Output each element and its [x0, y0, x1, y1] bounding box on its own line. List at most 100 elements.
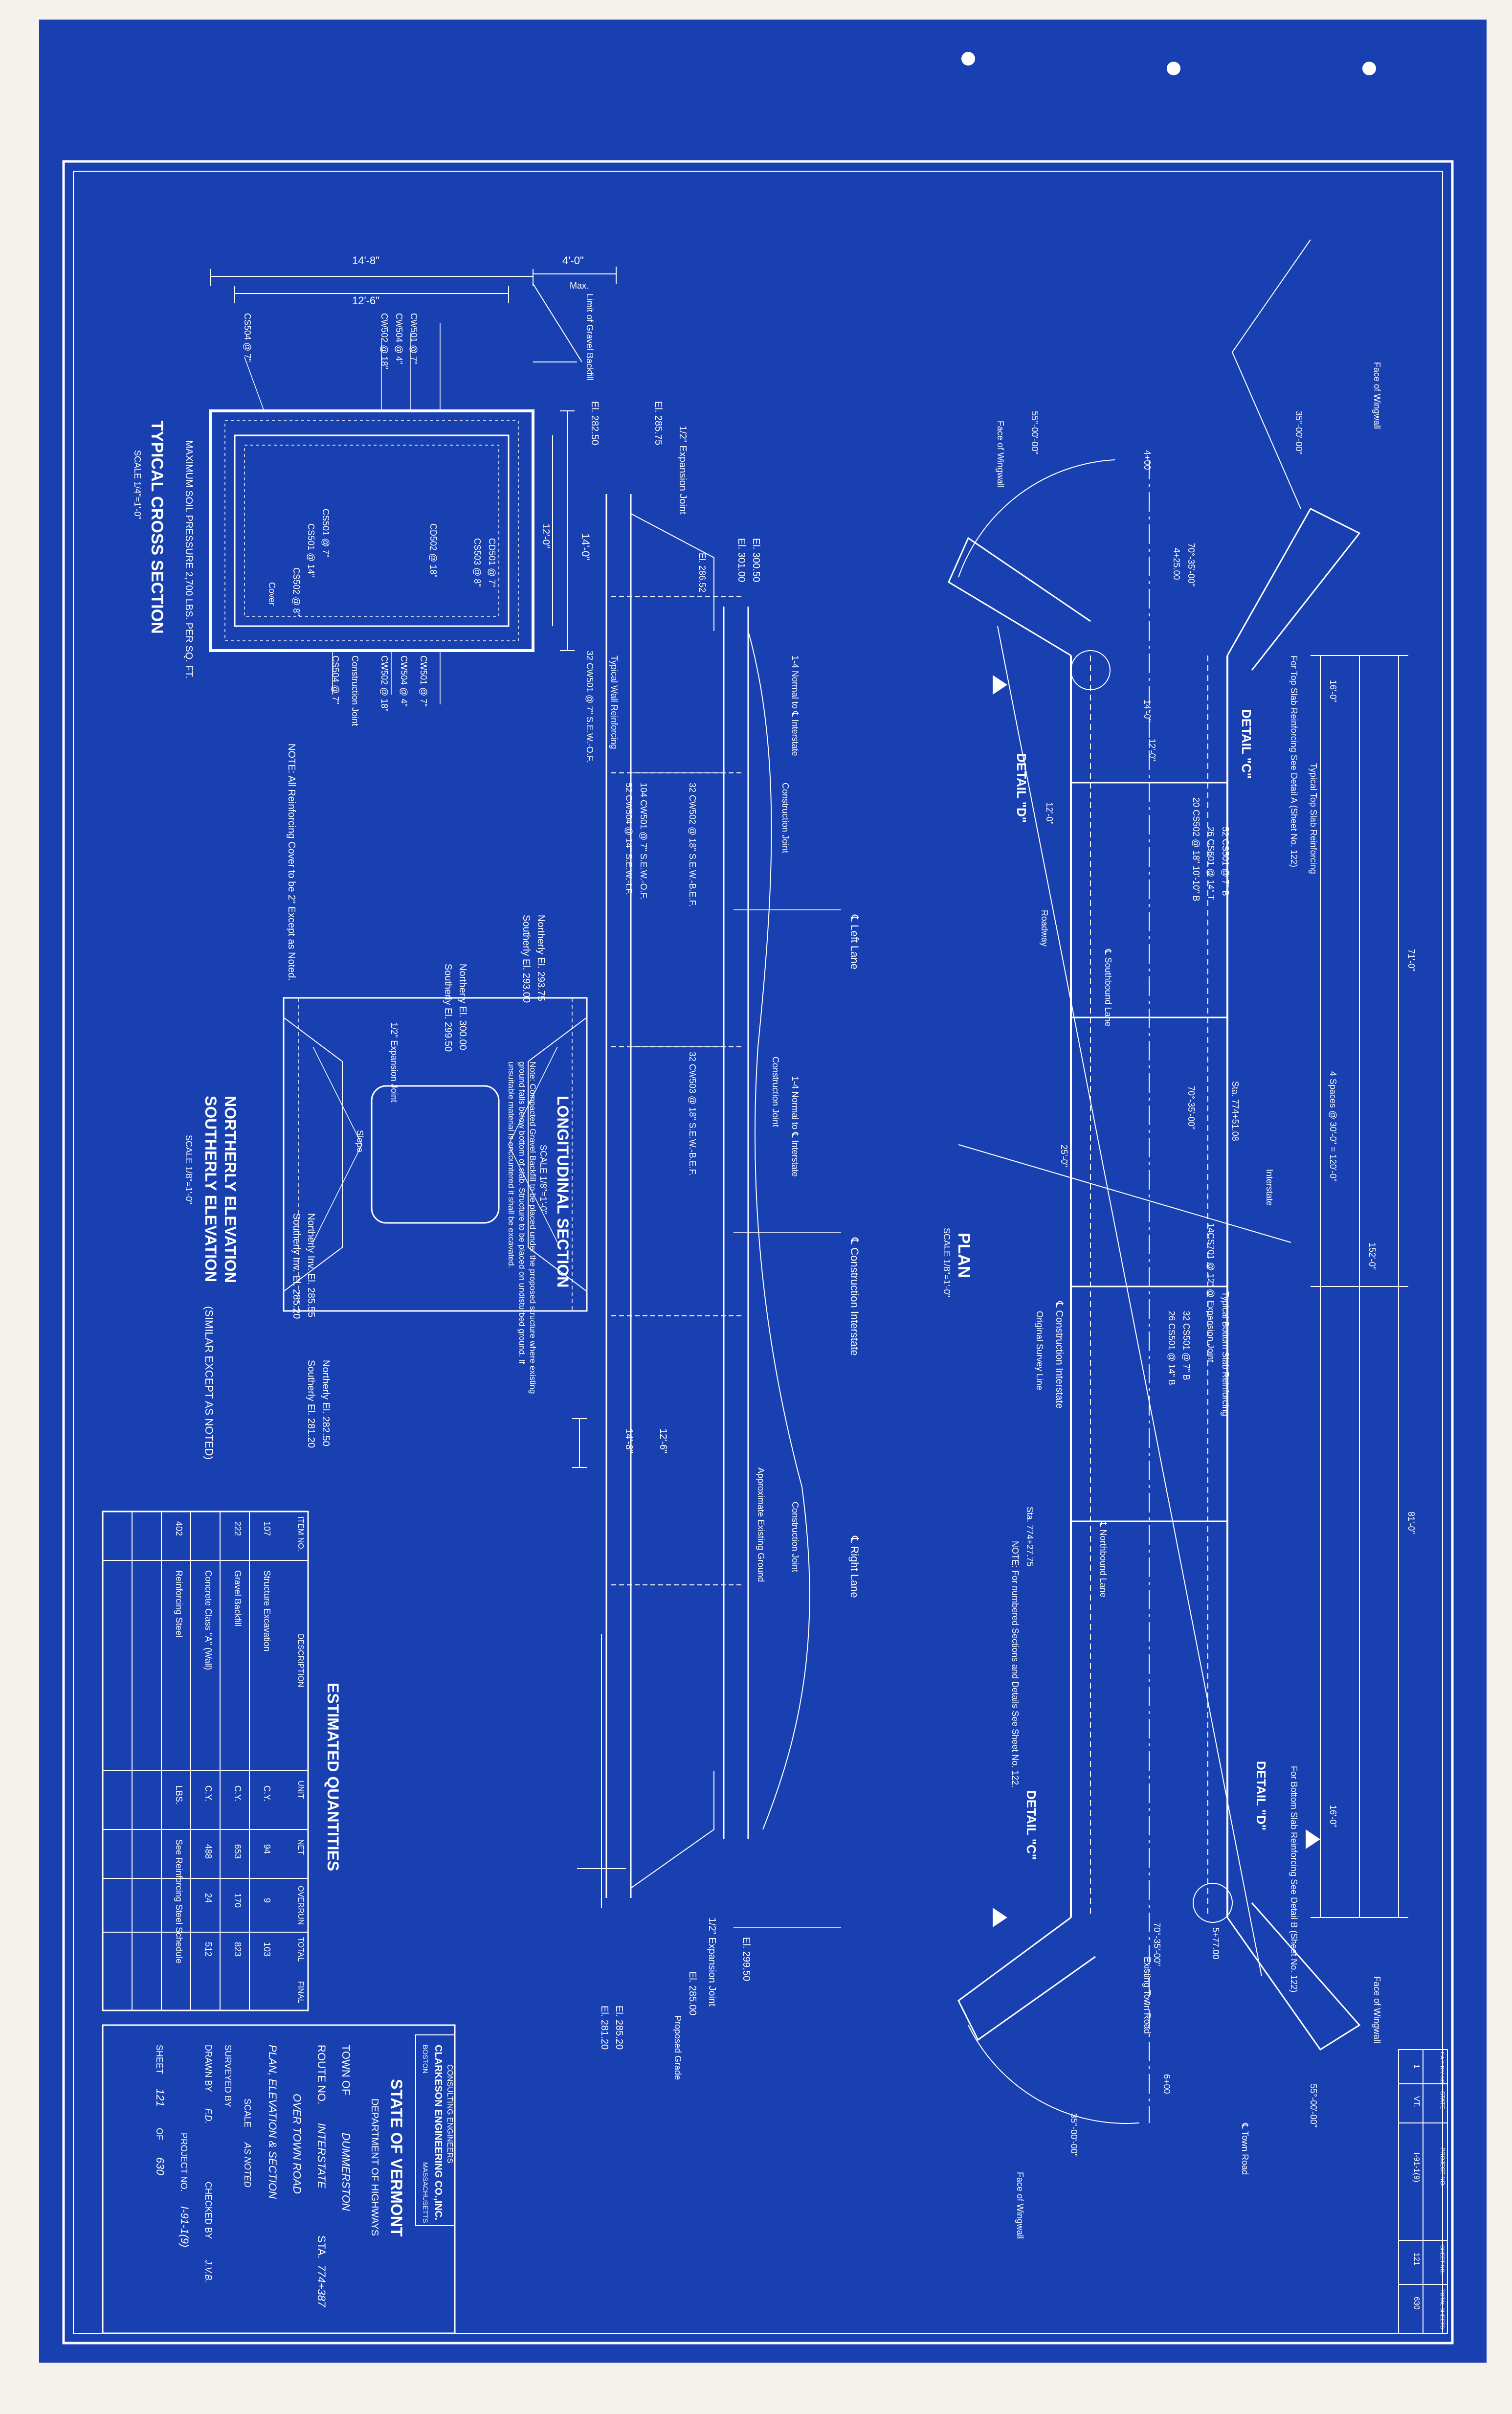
table-cell: 107: [262, 1521, 272, 1536]
elev-label: El. 286.52: [697, 553, 707, 592]
bar-callout: 52 CW504 @ 14" S.E.W.-I.F.: [624, 783, 634, 895]
blueprint-drawing: 14'-8" 12'-6" 4'-0" Max. 14'-0" 12'-0" L…: [62, 52, 1454, 2345]
plan-view: PLAN SCALE 1/8"=1'-0" DETAIL "C" DETAIL …: [942, 239, 1416, 2239]
stamp-header: PROJECT NO.: [1439, 2147, 1446, 2187]
wall-label: Typical Wall Reinforcing: [609, 655, 619, 749]
table-cell: 222: [233, 1521, 243, 1536]
town-label: TOWN OF: [340, 2045, 352, 2095]
table-cell: 9: [262, 1898, 272, 1903]
consulting-label: CONSULTING ENGINEERS: [445, 2064, 454, 2163]
bar-callout: CS501 @ 7": [321, 509, 331, 558]
stamp-value: 121: [1412, 2253, 1421, 2266]
normal-label: 1-4 Normal to ℄ Interstate: [790, 655, 800, 756]
checked-label: CHECKED BY: [203, 2182, 213, 2239]
joint-label: Construction Joint: [771, 1057, 780, 1127]
binding-hole: [1167, 62, 1180, 75]
bar-callout: CW502 @ 18": [379, 313, 389, 369]
stamp-value: I-91-1(9): [1412, 2152, 1421, 2182]
estimated-quantities: ESTIMATED QUANTITIES ITEM NO. DESCRIPTIO…: [102, 1511, 342, 2011]
survey-label: Original Survey Line: [1035, 1311, 1045, 1390]
wingwall-label: Face of Wingwall: [996, 421, 1005, 488]
elevation-scale: SCALE 1/8"=1'-0": [184, 1135, 194, 1204]
joint-label: 14CS701 @ 12" @ Expansion Joint: [1206, 1223, 1216, 1362]
bar-callout: CW504 @ 4": [399, 655, 409, 707]
elev-label: Northerly El. 300.00: [457, 964, 468, 1050]
backfill-note: Note: Compacted Gravel Backfill to be pl…: [507, 1061, 537, 1394]
quantities-header: ITEM NO.: [296, 1516, 305, 1551]
dim-line: [210, 269, 534, 286]
interstate-label: ℄ Construction Interstate: [1054, 1301, 1065, 1409]
project-stamp: F.A.P. DIV. NO. STATE PROJECT NO. SHEET …: [1398, 2049, 1448, 2334]
elev-label: El. 301.00: [736, 538, 747, 582]
sheet-label: SHEET: [155, 2045, 164, 2074]
dim-text: 12'-6": [658, 1428, 668, 1453]
road-label: ℄ Town Road: [1240, 2122, 1250, 2175]
section-scale: SCALE 1/8"=1'-0": [538, 1145, 548, 1214]
elev-label: Southerly Inv. El. 285.20: [291, 1213, 302, 1319]
plan-title: PLAN: [955, 1233, 973, 1278]
ground-label: Approximate Existing Ground: [756, 1467, 766, 1582]
dim-text: 12'-0": [1147, 739, 1157, 761]
sheet-value: 121: [154, 2089, 166, 2107]
surveyed-label: SURVEYED BY: [223, 2045, 233, 2107]
town-value: DUMMERSTON: [340, 2133, 352, 2211]
bar-callout: 20 CS502 @ 18" 10'-10" B: [1191, 797, 1201, 902]
bar-callout: 32 CS501 @ 7" B: [1181, 1311, 1191, 1380]
dept-title: DEPARTMENT OF HIGHWAYS: [369, 2098, 380, 2236]
elev-label: Southerly El. 281.20: [306, 1360, 316, 1448]
interstate-centerline: [997, 626, 1262, 1977]
detail-label: DETAIL "C": [1024, 1790, 1039, 1860]
quantities-title: ESTIMATED QUANTITIES: [324, 1683, 342, 1871]
dim-text: 12'-6": [352, 294, 379, 307]
bar-callout: CS503 @ 8": [472, 538, 482, 587]
elev-label: El. 282.50: [589, 401, 600, 445]
elev-label: Southerly El. 293.00: [521, 915, 532, 1003]
quantities-header: NET: [296, 1839, 305, 1855]
dim-line: [533, 267, 617, 284]
table-cell: 653: [233, 1844, 243, 1859]
soil-pressure-note: MAXIMUM SOIL PRESSURE 2,700 LBS. PER SQ.…: [183, 440, 194, 678]
dim-text: 14'-0": [1142, 699, 1152, 722]
bar-callout: 32 CW502 @ 18" S.E.W.-B.E.F.: [688, 783, 697, 907]
inner-border: [73, 171, 1443, 2334]
angle-label: 35°-00'-00": [1069, 2113, 1079, 2157]
project-label: PROJECT NO.: [179, 2133, 189, 2192]
ground-line: [748, 631, 810, 1830]
detail-label: DETAIL "D": [1254, 1761, 1268, 1830]
drawn-label: DRAWN BY: [203, 2045, 213, 2092]
centerline-label: ℄ Right Lane: [848, 1535, 861, 1598]
bar-callout: 26 CS501 @ 14" B: [1167, 1311, 1177, 1385]
elev-label: El. 285.75: [653, 401, 664, 445]
bar-callout: CW501 @ 7": [409, 313, 419, 364]
quantities-header: OVERRUN: [296, 1886, 305, 1925]
section-scale: SCALE 1/4"=1'-0": [133, 450, 142, 519]
route-value: INTERSTATE: [315, 2123, 328, 2188]
elev-label: El. 285.00: [687, 1971, 698, 2015]
station-box: Sta. 774+51.08: [1230, 1081, 1240, 1141]
bar-callout: 32 CW501 @ 7" S.E.W.-O.F.: [585, 651, 595, 763]
centerline-label: ℄ Left Lane: [848, 914, 861, 970]
table-cell: 170: [233, 1893, 243, 1908]
centerline-label: ℄ Construction Interstate: [848, 1237, 861, 1356]
cover-note: NOTE: All Reinforcing Cover to be 2" Exc…: [286, 744, 297, 981]
table-cell: 823: [233, 1942, 243, 1957]
joint-label: Construction Joint: [790, 1502, 800, 1572]
dim-text: 4'-0": [562, 254, 584, 267]
sta-label: STA.: [315, 2235, 328, 2258]
dim-text: 14'-8": [352, 254, 379, 267]
table-cell: 103: [262, 1942, 272, 1957]
table-cell: Reinforcing Steel: [174, 1570, 184, 1637]
plan-note: For Bottom Slab Reinforcing See Detail B…: [1289, 1766, 1299, 1992]
table-cell: 488: [203, 1844, 213, 1859]
station-box: Sta. 774+27.75: [1025, 1507, 1035, 1567]
plan-note: NOTE: For numbered Sections and Details …: [1010, 1541, 1020, 1787]
elev-label: El. 299.50: [741, 1937, 752, 1981]
dim-text: 12'-0": [1045, 802, 1054, 825]
road-label: Existing Town Road: [1142, 1957, 1152, 2034]
bar-callout: CS502 @ 8": [291, 567, 301, 616]
bar-callout: 32 CW503 @ 18" S.E.W.-B.E.F.: [688, 1052, 697, 1176]
checked-value: J.V.B.: [203, 2259, 213, 2283]
elev-label: El. 300.50: [751, 538, 761, 582]
bar-callout: CD502 @ 18": [428, 523, 438, 578]
grade-label: Proposed Grade: [673, 2015, 683, 2080]
